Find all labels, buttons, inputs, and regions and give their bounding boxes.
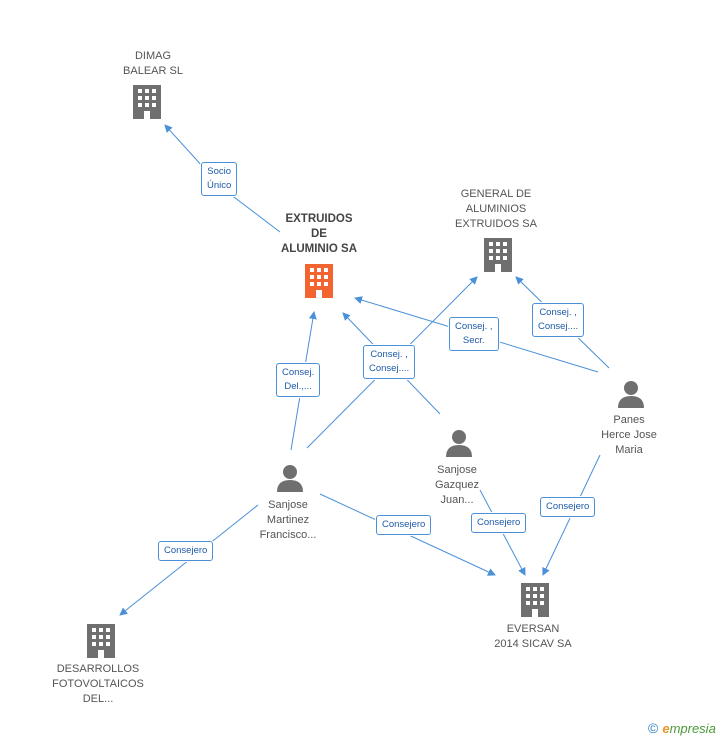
edge-line: Consej. , — [370, 349, 408, 360]
gazquez-person-icon[interactable] — [446, 430, 472, 457]
brand-logo-letter: e — [662, 721, 670, 736]
general-building-icon[interactable] — [484, 238, 512, 272]
node-line: Gazquez — [434, 479, 480, 491]
node-label-general[interactable]: GENERAL DE ALUMINIOS EXTRUIDOS SA — [431, 187, 561, 232]
node-label-panes[interactable]: Panes Herce Jose Maria — [564, 413, 694, 458]
node-line: ALUMINIO SA — [280, 243, 358, 255]
node-line: FOTOVOLTAICOS — [52, 678, 144, 690]
edge-line: Consej. — [282, 367, 315, 378]
node-line: Herce Jose — [601, 429, 657, 441]
node-line: EXTRUIDOS SA — [455, 218, 537, 230]
node-label-dimag[interactable]: DIMAG BALEAR SL — [88, 49, 218, 79]
dimag-building-icon[interactable] — [133, 85, 161, 119]
node-line: DE — [311, 228, 327, 240]
node-line: Panes — [613, 414, 645, 426]
martinez-person-icon[interactable] — [277, 465, 303, 492]
node-line: Maria — [615, 444, 643, 456]
desarrollos-building-icon[interactable] — [87, 624, 115, 658]
extruidos-building-icon[interactable] — [305, 264, 333, 298]
brand-name: mpresia — [669, 721, 716, 736]
edge-line: Consejero — [546, 501, 590, 512]
node-line: Sanjose — [268, 499, 308, 511]
node-line: Juan... — [440, 494, 474, 506]
node-line: DESARROLLOS — [56, 663, 140, 675]
node-label-martinez[interactable]: Sanjose Martinez Francisco... — [223, 498, 353, 543]
panes-person-icon[interactable] — [618, 381, 644, 408]
edge-label-consej-consej-mid[interactable]: Consej. , Consej.... — [363, 345, 416, 379]
node-label-desarrollos[interactable]: DESARROLLOS FOTOVOLTAICOS DEL... — [33, 662, 163, 707]
node-line: DEL... — [82, 693, 114, 705]
edge-label-socio-unico[interactable]: Socio Único — [201, 162, 238, 196]
edge-line: Consej. , — [539, 307, 577, 318]
node-line: EXTRUIDOS — [285, 213, 353, 225]
edge-line: Consej.... — [369, 363, 410, 374]
edge-label-consejero-panes[interactable]: Consejero — [540, 497, 596, 517]
copyright-icon: © — [648, 720, 659, 736]
edge-label-consej-del[interactable]: Consej. Del.,... — [276, 363, 321, 397]
edge-line: Consej.... — [538, 321, 579, 332]
node-line: 2014 SICAV SA — [494, 638, 572, 650]
edge-line: Consejero — [164, 545, 208, 556]
node-line: ALUMINIOS — [465, 203, 527, 215]
edge-label-consej-secr[interactable]: Consej. , Secr. — [449, 317, 499, 351]
edge-label-consejero-gazquez[interactable]: Consejero — [471, 513, 527, 533]
edge-label-consej-consej-right[interactable]: Consej. , Consej.... — [532, 303, 585, 337]
edge-label-consejero-mid[interactable]: Consejero — [376, 515, 432, 535]
node-line: BALEAR SL — [123, 65, 183, 77]
edge-line: Consej. , — [455, 321, 493, 332]
node-label-gazquez[interactable]: Sanjose Gazquez Juan... — [392, 463, 522, 508]
edge-line: Consejero — [382, 519, 426, 530]
edge-line: Secr. — [462, 335, 485, 346]
node-line: EVERSAN — [506, 623, 560, 635]
node-line: Francisco... — [259, 529, 317, 541]
node-line: Martinez — [266, 514, 310, 526]
edge-line: Del.,... — [284, 381, 312, 392]
node-line: Sanjose — [437, 464, 477, 476]
node-line: GENERAL DE — [460, 188, 532, 200]
edge-line: Único — [207, 180, 232, 191]
edge-label-consejero-left[interactable]: Consejero — [158, 541, 214, 561]
empresia-brand[interactable]: ©empresia — [648, 720, 716, 736]
node-label-eversan[interactable]: EVERSAN 2014 SICAV SA — [468, 622, 598, 652]
node-label-extruidos[interactable]: EXTRUIDOS DE ALUMINIO SA — [254, 212, 384, 257]
node-line: DIMAG — [134, 50, 172, 62]
eversan-building-icon[interactable] — [521, 583, 549, 617]
edge-line: Socio — [207, 166, 232, 177]
edge-line: Consejero — [477, 517, 521, 528]
